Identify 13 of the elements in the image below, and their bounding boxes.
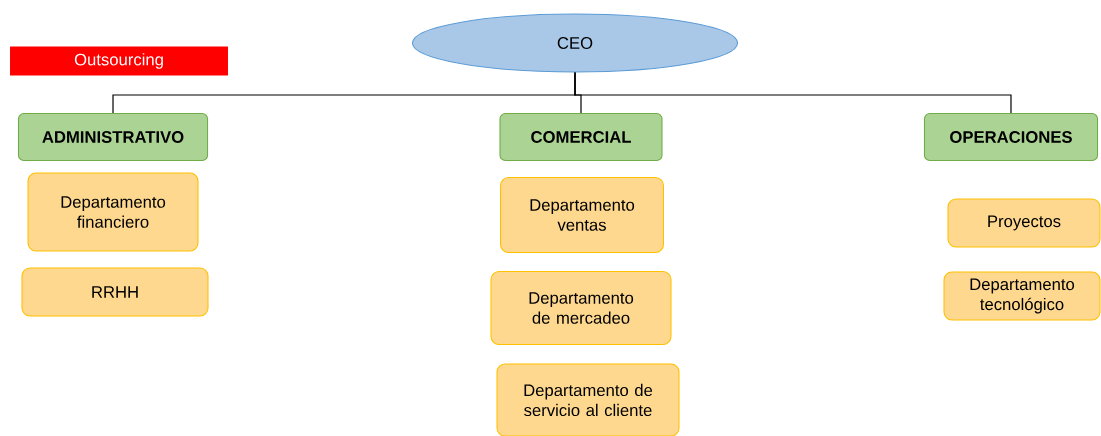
department-box: RRHH	[21, 267, 209, 317]
category-box: COMERCIAL	[499, 113, 663, 161]
department-box: Proyectos	[947, 198, 1101, 248]
category-box: OPERACIONES	[923, 113, 1099, 161]
department-box: Departamento de servicio al cliente	[496, 363, 680, 436]
category-box: ADMINISTRATIVO	[17, 113, 209, 161]
department-box: Departamento ventas	[500, 177, 664, 253]
label-bar: Outsourcing	[10, 46, 228, 76]
department-box: Departamento tecnológico	[943, 271, 1101, 321]
department-box: Departamento de mercadeo	[490, 270, 672, 346]
ellipse-node: CEO	[411, 13, 739, 73]
connector-line	[574, 71, 1012, 114]
department-box: Departamento financiero	[27, 172, 199, 252]
